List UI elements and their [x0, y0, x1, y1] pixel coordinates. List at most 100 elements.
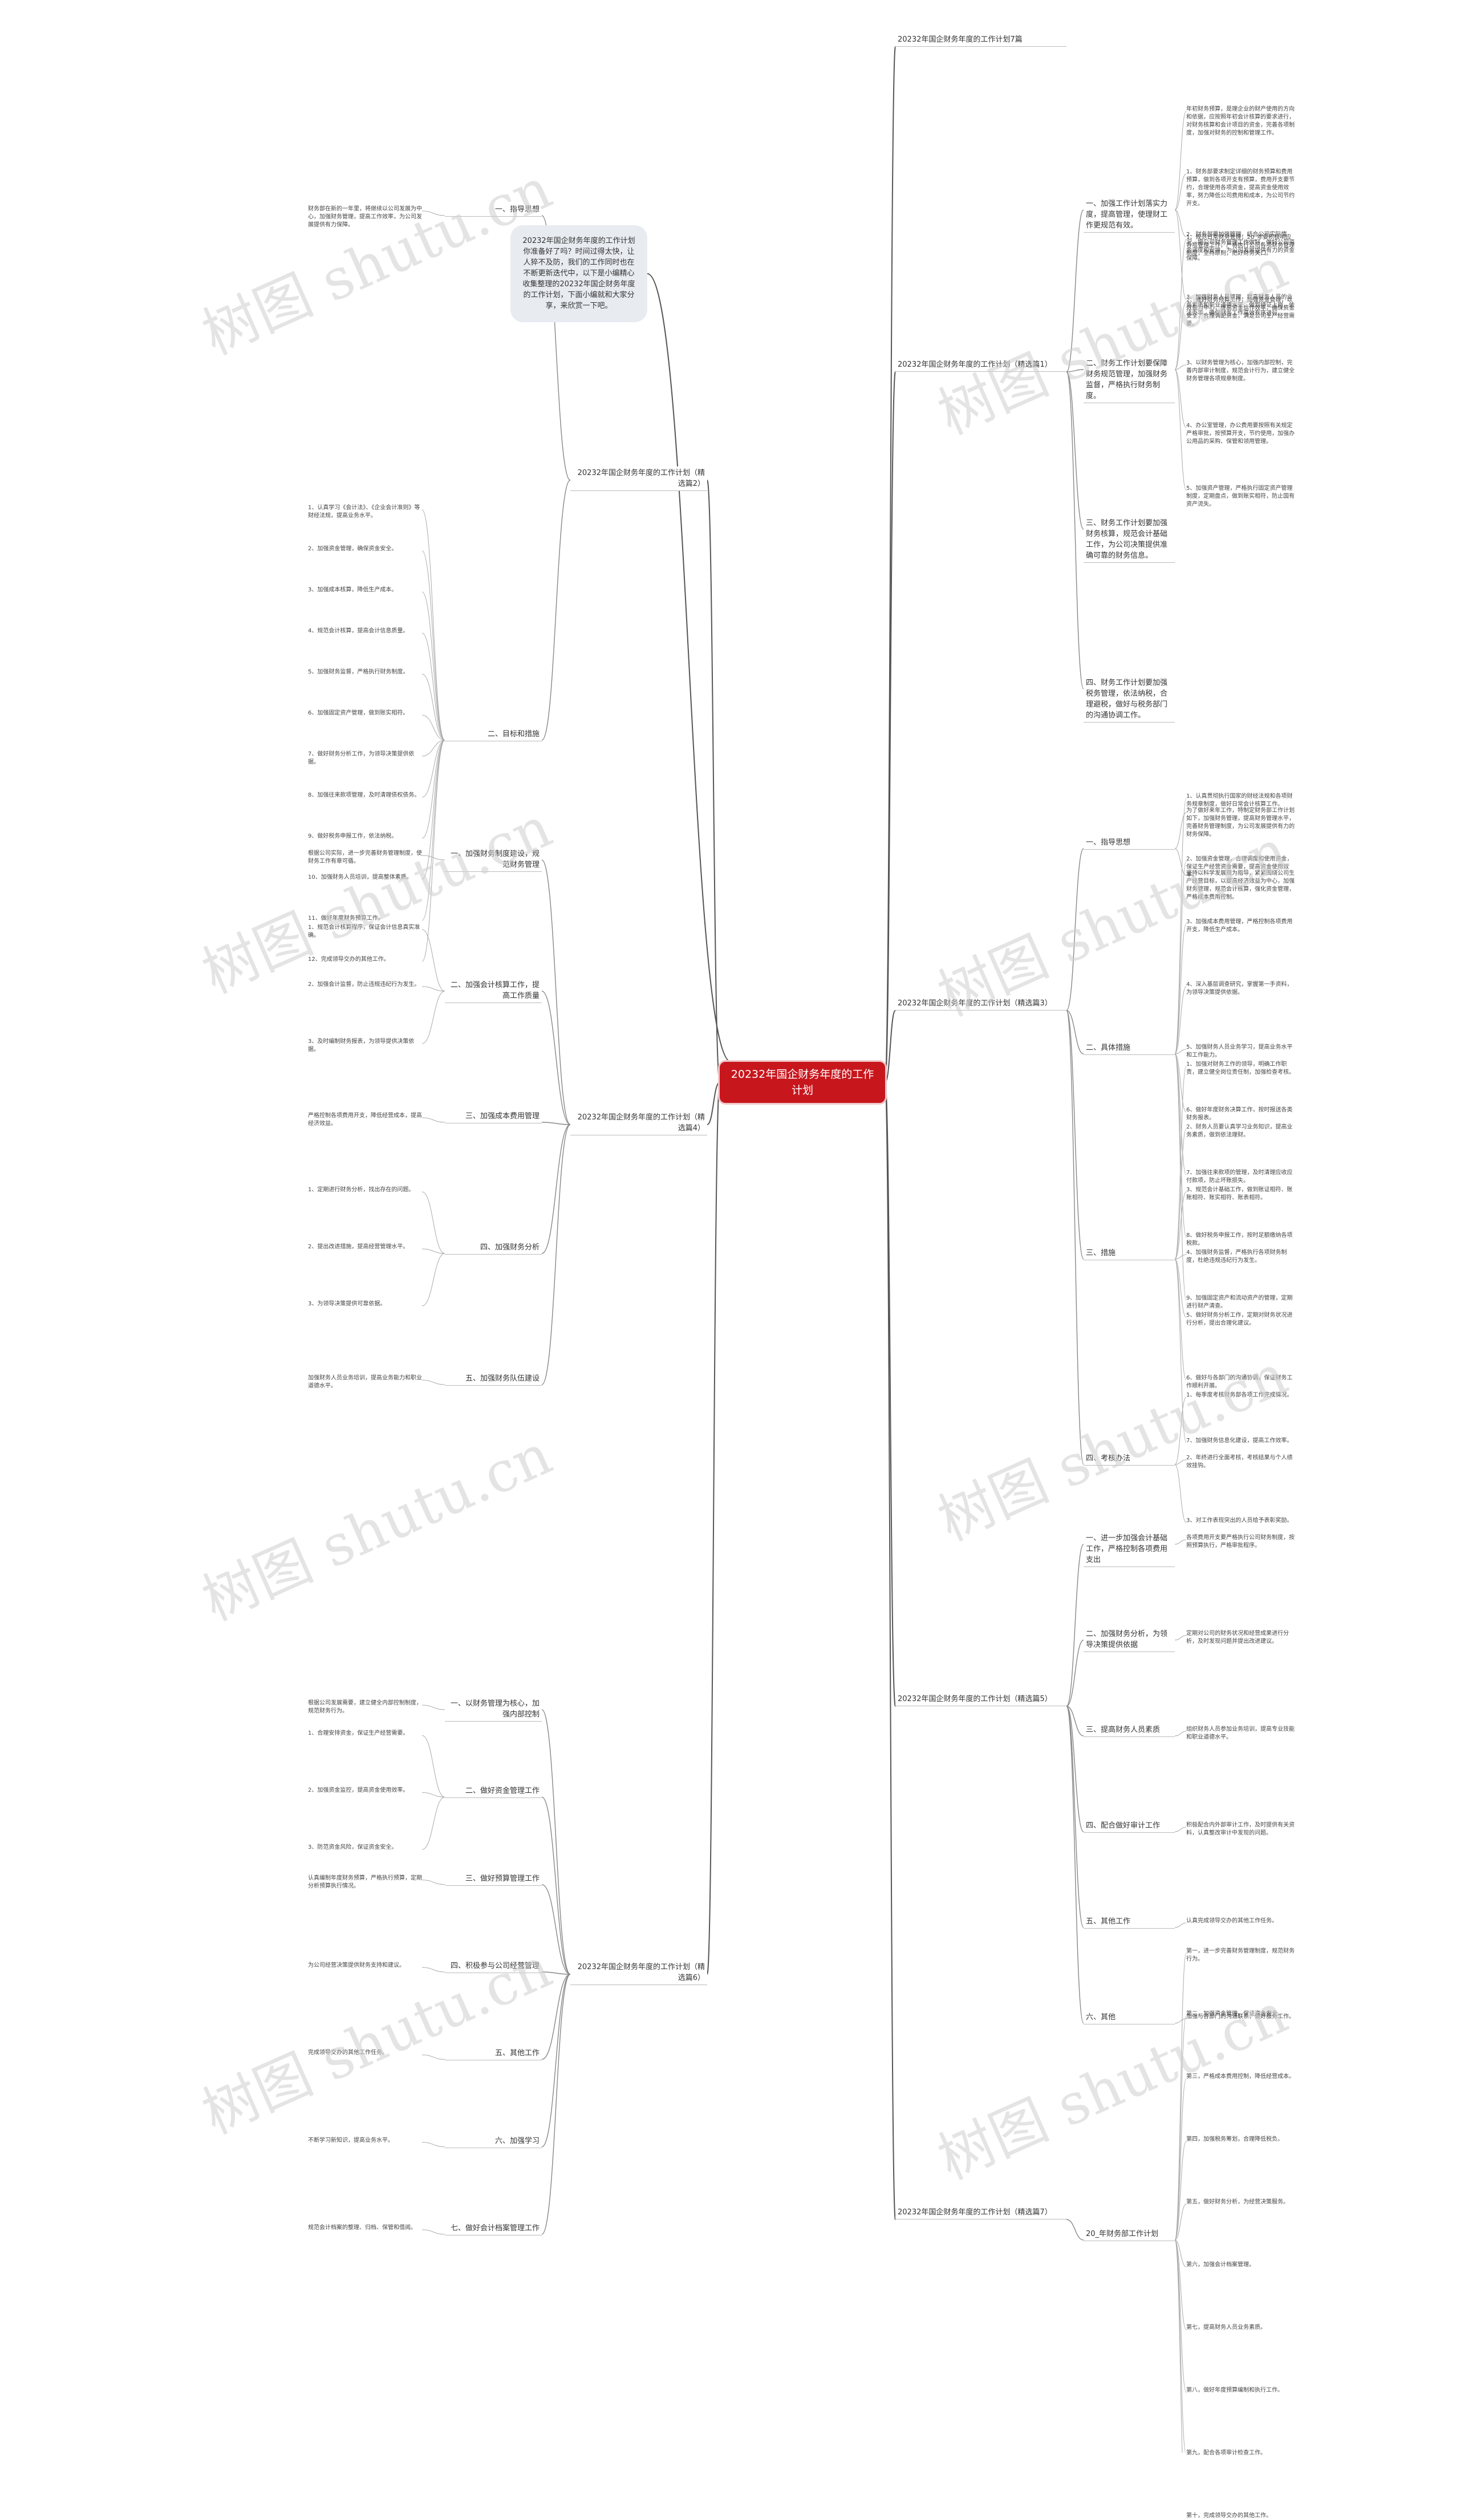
sub-topic[interactable]: 20_年财务部工作计划: [1084, 2227, 1175, 2241]
detail-text: 1、认真贯彻执行国家的财经法规和各项财务规章制度，做好日常会计核算工作。: [1186, 793, 1293, 807]
detail-text: 9、加强固定资产和流动资产的管理，定期进行财产清查。: [1186, 1295, 1293, 1309]
detail-text: 2、财务部要加强管理，结合公司实际情况，把公司财务管理工作做好，做好公司资金调度…: [1186, 232, 1295, 262]
sub-topic[interactable]: 四、财务工作计划要加强税务管理，依法纳税，合理避税，做好与税务部门的沟通协调工作…: [1084, 676, 1175, 723]
connector-line: [1174, 364, 1187, 370]
detail-text: 第七，提高财务人员业务素质。: [1186, 2324, 1266, 2331]
detail-text: 2、做好财务预算工作，加强资金管理，以效益为中心，提高资金运作效率，确保资金安全…: [1186, 297, 1295, 327]
branch-title[interactable]: 20232年国企财务年度的工作计划（精选篇4）: [570, 1111, 707, 1135]
connector-line: [1066, 371, 1084, 530]
connector-line: [885, 1010, 896, 1083]
branch-title[interactable]: 20232年国企财务年度的工作计划（精选篇3）: [895, 997, 1066, 1011]
connector-line: [421, 632, 445, 741]
connector-line: [1174, 2141, 1187, 2241]
connector-line: [421, 1967, 445, 1973]
sub-topic[interactable]: 三、加强成本费用管理: [445, 1110, 542, 1123]
branch-title[interactable]: 20232年国企财务年度的工作计划（精选篇7）: [895, 2206, 1066, 2219]
connector-line: [1174, 1053, 1187, 1301]
detail-text: 加强与各部门的沟通联系，做好服务工作。: [1186, 2014, 1295, 2020]
branch-title[interactable]: 20232年国企财务年度的工作计划7篇: [895, 33, 1066, 47]
sub-topic[interactable]: 二、加强财务分析，为领导决策提供依据: [1084, 1628, 1175, 1652]
connector-line: [421, 1735, 445, 1797]
sub-topic[interactable]: 六、其他: [1084, 2011, 1175, 2024]
connector-line: [1174, 1953, 1187, 2241]
sub-topic[interactable]: 一、指导思想: [445, 203, 542, 217]
sub-topic[interactable]: 四、考核办法: [1084, 1452, 1175, 1466]
connector-line: [1174, 369, 1187, 491]
sub-topic[interactable]: 六、加强学习: [445, 2134, 542, 2148]
sub-topic[interactable]: 三、措施: [1084, 1247, 1175, 1260]
detail-text: 为公司经营决策提供财务支持和建议。: [308, 1962, 405, 1969]
detail-text: 年初财务预算，是理企业的财产使用的方向和依据，应按照年初会计核算的要求进行，对财…: [1186, 106, 1295, 136]
sub-topic[interactable]: 三、财务工作计划要加强财务核算，规范会计基础工作，为公司决策提供准确可靠的财务信…: [1084, 517, 1175, 563]
detail-text: 1、加强对财务工作的领导，明确工作职责，建立健全岗位责任制，加强检查考核。: [1186, 1061, 1295, 1076]
sub-topic[interactable]: 五、其他工作: [1084, 1915, 1175, 1929]
connector-line: [1174, 1539, 1187, 1545]
connector-line: [1066, 371, 1084, 689]
detail-text: 5、加强财务人员业务学习，提高业务水平和工作能力。: [1186, 1044, 1293, 1058]
connector-line: [421, 1191, 445, 1254]
connector-line: [541, 859, 571, 1125]
sub-topic[interactable]: 五、其他工作: [445, 2047, 542, 2061]
connector-line: [1174, 369, 1187, 428]
sub-topic[interactable]: 四、配合做好审计工作: [1084, 1819, 1175, 1833]
root-node[interactable]: 20232年国企财务年度的工作计划: [720, 1062, 885, 1103]
detail-text: 4、深入基层调查研究，掌握第一手资料，为领导决策提供依据。: [1186, 981, 1293, 996]
connector-line: [1174, 2239, 1186, 2453]
connector-line: [1066, 1544, 1084, 1707]
connector-line: [1174, 1053, 1187, 1113]
connector-line: [1174, 173, 1187, 210]
sub-topic[interactable]: 三、做好预算管理工作: [445, 1872, 542, 1886]
detail-text: 2、加强会计监督，防止违规违纪行为发生。: [308, 981, 420, 988]
detail-text: 加强财务人员业务培训，提高业务能力和职业道德水平。: [308, 1375, 422, 1389]
connector-line: [421, 2142, 445, 2148]
connector-line: [885, 1082, 896, 2220]
detail-text: 规范会计档案的整理、归档、保管和借阅。: [308, 2225, 416, 2231]
connector-line: [1174, 2078, 1187, 2241]
detail-text: 1、合理安排资金，保证生产经营需要。: [308, 1730, 409, 1737]
detail-text: 1、财务部要求制定详细的财务预算和费用预算，做到各项开支有预算，费用开支要节约，…: [1186, 169, 1295, 207]
sub-topic[interactable]: 二、财务工作计划要保障财务规范管理，加强财务监督，严格执行财务制度。: [1084, 357, 1175, 403]
connector-line: [421, 991, 445, 1044]
connector-line: [1174, 1635, 1187, 1641]
detail-text: 5、做好财务分析工作，定期对财务状况进行分析，提出合理化建议。: [1186, 1312, 1293, 1326]
branch-title[interactable]: 20232年国企财务年度的工作计划（精选篇2）: [570, 466, 707, 491]
sub-topic[interactable]: 四、加强财务分析: [445, 1241, 542, 1255]
sub-topic[interactable]: 三、提高财务人员素质: [1084, 1723, 1175, 1737]
connector-line: [707, 480, 720, 1083]
detail-text: 7、加强财务信息化建设，提高工作效率。: [1186, 1438, 1293, 1444]
detail-text: 第十，完成领导交办的其他工作。: [1186, 2513, 1272, 2519]
sub-topic[interactable]: 七、做好会计档案管理工作: [445, 2222, 542, 2235]
connector-line: [1174, 2015, 1187, 2241]
detail-text: 不断学习新知识，提高业务水平。: [308, 2137, 394, 2144]
branch-title[interactable]: 20232年国企财务年度的工作计划（精选篇1）: [895, 358, 1066, 372]
sub-topic[interactable]: 二、加强会计核算工作，提高工作质量: [445, 979, 542, 1003]
connector-line: [1174, 1049, 1187, 1054]
detail-text: 11、做好年度财务预算工作。: [308, 915, 384, 922]
sub-topic[interactable]: 二、目标和措施: [445, 728, 542, 741]
connector-line: [1174, 209, 1187, 300]
branch-title[interactable]: 20232年国企财务年度的工作计划（精选篇5）: [895, 1693, 1066, 1706]
sub-topic[interactable]: 一、加强工作计划落实力度，提高管理，使理财工作更规范有效。: [1084, 197, 1175, 233]
detail-text: 坚持以科学发展观为指导，紧紧围绕公司生产经营目标，以提高经济效益为中心，加强财务…: [1186, 870, 1295, 900]
detail-text: 5、加强资产管理，严格执行固定资产管理制度，定期盘点，做到账实相符，防止国有资产…: [1186, 485, 1295, 508]
sub-topic[interactable]: 五、加强财务队伍建设: [445, 1372, 542, 1386]
connector-line: [1066, 1706, 1084, 1928]
connector-line: [1174, 1254, 1187, 1260]
branch-title[interactable]: 20232年国企财务年度的工作计划（精选篇6）: [570, 1961, 707, 1985]
sub-topic[interactable]: 一、加强财务制度建设，规范财务管理: [445, 847, 542, 872]
detail-text: 第八，做好年度预算编制和执行工作。: [1186, 2387, 1283, 2393]
connector-line: [1174, 2239, 1187, 2267]
connector-line: [421, 715, 445, 741]
sub-topic[interactable]: 二、做好资金管理工作: [445, 1784, 542, 1799]
detail-text: 1、规范会计核算程序，保证会计信息真实准确。: [308, 924, 420, 939]
sub-topic[interactable]: 二、具体措施: [1084, 1041, 1175, 1055]
connector-line: [1066, 1640, 1084, 1707]
connector-line: [647, 273, 732, 1062]
sub-topic[interactable]: 一、指导思想: [1084, 836, 1175, 850]
detail-text: 2、加强资金监控，提高资金使用效率。: [308, 1787, 409, 1794]
sub-topic[interactable]: 一、以财务管理为核心，加强内部控制: [445, 1697, 542, 1722]
sub-topic[interactable]: 四、积极参与公司经营管理: [445, 1959, 542, 1973]
connector-line: [1066, 1706, 1084, 1832]
detail-text: 根据公司实际，进一步完善财务管理制度，使财务工作有章可循。: [308, 850, 422, 865]
sub-topic[interactable]: 一、进一步加强会计基础工作，严格控制各项费用支出: [1084, 1532, 1175, 1567]
